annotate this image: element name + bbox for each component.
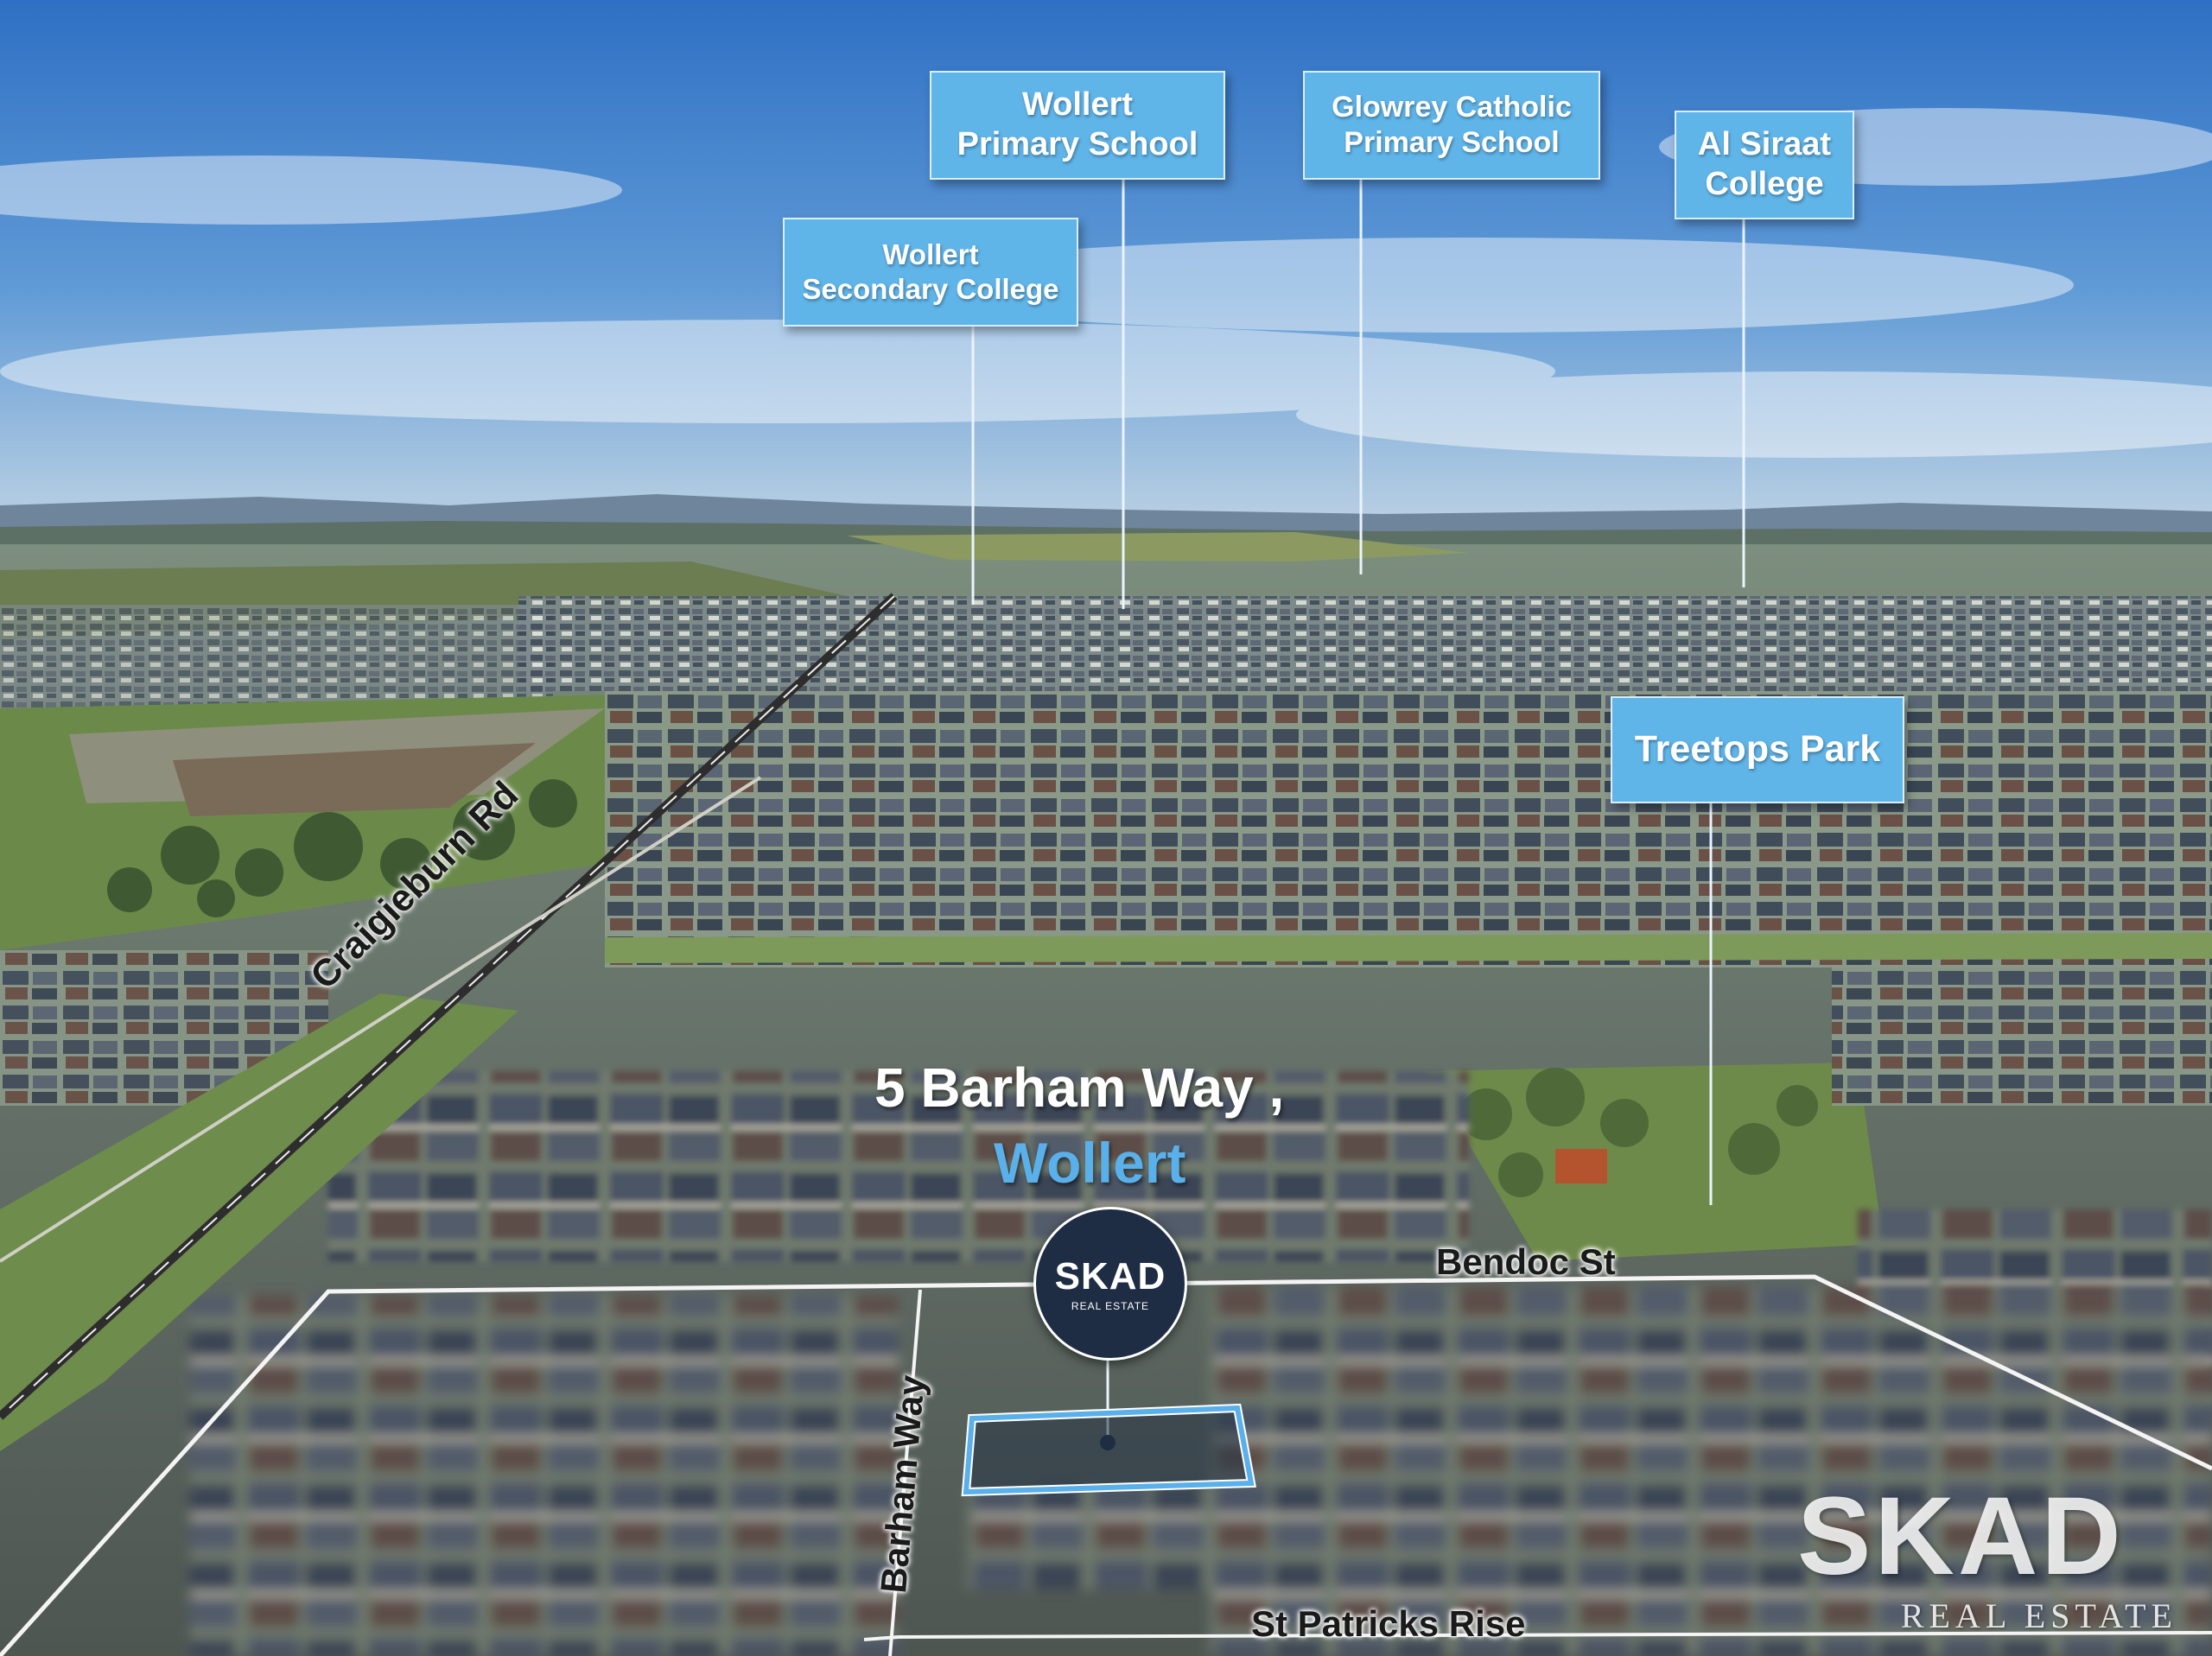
callout-wollert-primary-school: Wollert Primary School — [930, 71, 1225, 180]
brand-watermark: SKAD REAL ESTATE — [1797, 1482, 2177, 1637]
callout-line: Wollert — [882, 238, 979, 271]
callout-line: Al Siraat — [1697, 126, 1832, 163]
badge-brand-sub: REAL ESTATE — [1071, 1300, 1150, 1312]
brand-badge: SKAD REAL ESTATE — [1033, 1207, 1187, 1361]
callout-treetops-park: Treetops Park — [1611, 696, 1904, 803]
street-label-st-patricks-rise: St Patricks Rise — [1251, 1603, 1526, 1644]
property-suburb: Wollert — [994, 1131, 1186, 1195]
callout-line: Primary School — [1344, 126, 1560, 159]
property-address: 5 Barham Way , — [874, 1056, 1285, 1119]
watermark-brand-sub: REAL ESTATE — [1900, 1596, 2177, 1635]
street-label-bendoc-st: Bendoc St — [1436, 1241, 1616, 1282]
callout-line: College — [1705, 166, 1824, 202]
callout-glowrey-catholic-primary-school: Glowrey Catholic Primary School — [1303, 71, 1600, 180]
callout-line: Glowrey Catholic — [1332, 91, 1572, 124]
callout-line: Treetops Park — [1634, 728, 1881, 771]
badge-brand-name: SKAD — [1054, 1255, 1166, 1298]
callout-al-siraat-college: Al Siraat College — [1675, 111, 1854, 219]
callout-line: Wollert — [1021, 86, 1134, 124]
watermark-brand-name: SKAD — [1797, 1475, 2125, 1598]
callout-wollert-secondary-college: Wollert Secondary College — [783, 218, 1078, 327]
callout-line: Secondary College — [802, 273, 1059, 305]
callout-line: Primary School — [957, 126, 1198, 162]
